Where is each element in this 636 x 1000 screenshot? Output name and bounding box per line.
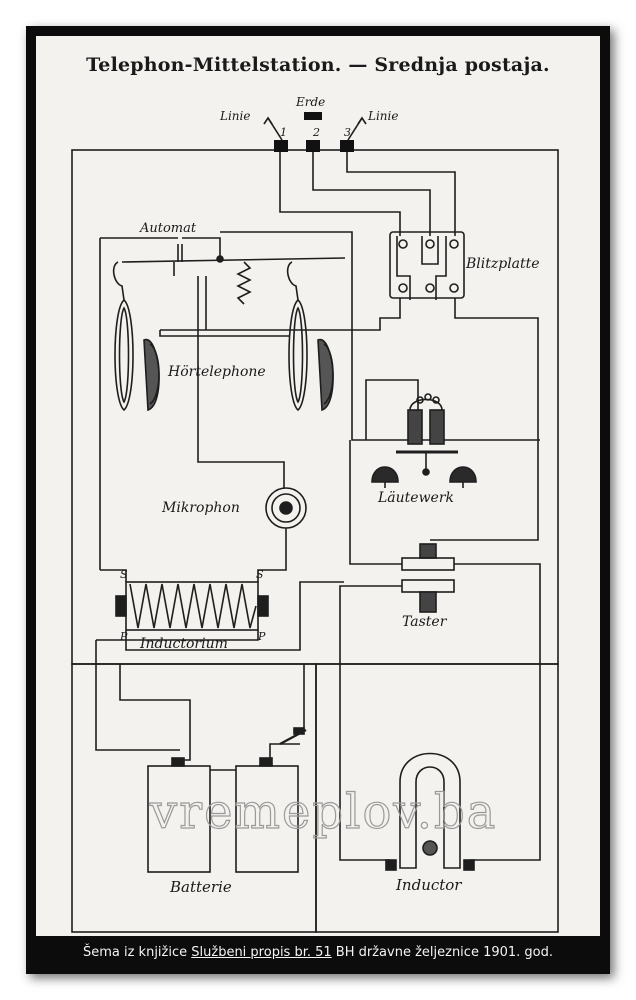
inductorium-label: Inductorium xyxy=(139,636,228,652)
inductorium-s-right: S xyxy=(256,568,264,581)
handset-right xyxy=(288,298,308,412)
lautewerk-bell-right xyxy=(449,466,477,483)
inductor-label: Inductor xyxy=(395,876,462,894)
caption-link[interactable]: Službeni propis br. 51 xyxy=(191,945,332,960)
automat-lever xyxy=(121,257,346,263)
watermark: vremeplov.ba xyxy=(149,784,497,840)
batterie-label: Batterie xyxy=(169,878,232,896)
linie-right-label: Linie xyxy=(367,109,398,123)
taster-label: Taster xyxy=(402,614,448,630)
caption-prefix: Šema iz knjižice xyxy=(82,945,192,960)
blitzplatte-label: Blitzplatte xyxy=(465,256,540,272)
blitzplatte-block xyxy=(389,231,465,299)
handset-left xyxy=(114,298,134,412)
diagram-title: Telephon-Mittelstation. — Srednja postaj… xyxy=(86,54,550,76)
linie-left-label: Linie xyxy=(219,109,250,123)
wire-terminal-3 xyxy=(346,152,456,236)
inductorium-p-right: P xyxy=(257,630,266,643)
erde-plate xyxy=(304,112,322,120)
inductor-magnet xyxy=(399,752,461,869)
automat-label: Automat xyxy=(139,221,197,236)
caption: Šema iz knjižice Službeni propis br. 51 … xyxy=(36,938,600,968)
terminal-3 xyxy=(340,140,354,152)
lautewerk-coil-right xyxy=(429,409,445,445)
terminal-2 xyxy=(306,140,320,152)
inductorium-s-left: S xyxy=(120,568,128,581)
inductorium-p-left: P xyxy=(119,630,128,643)
hoertelephone-label: Hörtelephone xyxy=(167,364,266,380)
terminal-number-2: 2 xyxy=(312,126,320,139)
lautewerk-bell-left xyxy=(371,466,399,483)
taster-bottom xyxy=(419,591,437,613)
wire-terminal-2 xyxy=(312,152,431,236)
terminal-1 xyxy=(274,140,288,152)
lautewerk-coil-left xyxy=(407,409,423,445)
wire-terminal-1 xyxy=(279,152,401,236)
diagram-sheet xyxy=(36,36,600,936)
caption-suffix: BH državne željeznice 1901. god. xyxy=(331,945,554,960)
taster-top xyxy=(419,543,437,559)
lautewerk-label: Läutewerk xyxy=(377,490,454,506)
terminal-number-1: 1 xyxy=(280,126,287,139)
erde-label: Erde xyxy=(295,95,325,109)
lower-right-compartment xyxy=(315,663,559,933)
terminal-number-3: 3 xyxy=(344,126,351,139)
automat-spring xyxy=(236,261,252,305)
mikrophon-label: Mikrophon xyxy=(161,500,240,516)
